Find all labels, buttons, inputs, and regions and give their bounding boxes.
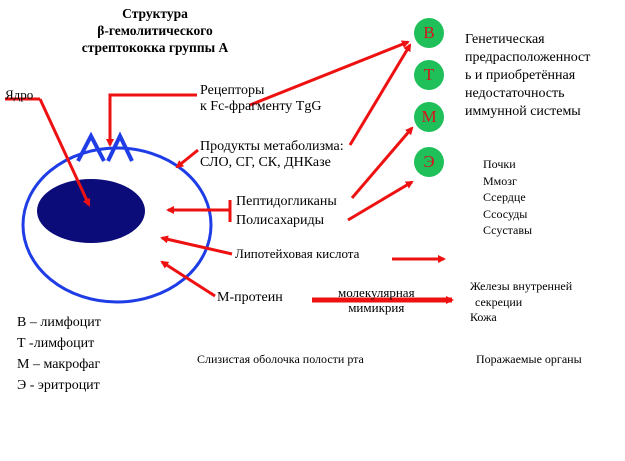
legend-item-b: В – лимфоцит bbox=[17, 315, 101, 330]
organs-list: Почки Ммозг Ссердце Ссосуды Ссуставы bbox=[483, 156, 532, 239]
immune-line-1: Генетическая bbox=[465, 32, 545, 47]
nucleus bbox=[37, 179, 145, 243]
mimicry-label: молекулярная мимикрия bbox=[338, 285, 415, 316]
receptors-line-2: к Fc-фрагменту TgG bbox=[200, 99, 322, 115]
metabolism-label: Продукты метаболизма: СЛО, СГ, СК, ДНКаз… bbox=[200, 139, 344, 171]
legend-item-e: Э - эритроцит bbox=[17, 378, 100, 393]
legend-item-t: Т -лимфоцит bbox=[17, 336, 95, 351]
arrow-poly-e bbox=[347, 180, 414, 222]
glands-text: Железы внутренней секреции Кожа bbox=[470, 279, 572, 326]
mimicry-line-2: мимикрия bbox=[348, 299, 405, 315]
mucosa-caption: Слизистая оболочка полости рта bbox=[197, 352, 364, 366]
glands-line-2: секреции bbox=[475, 294, 523, 309]
arrow-mprotein-in bbox=[160, 260, 216, 298]
immune-line-4: недостаточность bbox=[465, 86, 565, 101]
title-line-1: Структура bbox=[122, 6, 188, 21]
arrow-lipoteichoic-in bbox=[160, 235, 233, 256]
arrow-receptors bbox=[106, 93, 197, 147]
arrow-metabolism bbox=[175, 148, 199, 169]
metabolism-line-1: Продукты метаболизма: bbox=[200, 139, 344, 154]
glands-line-3: Кожа bbox=[470, 310, 497, 324]
m-protein-label: М-протеин bbox=[217, 290, 283, 305]
immune-line-3: ь и приобретённая bbox=[465, 68, 576, 83]
title-line-3: стрептококка группы А bbox=[81, 39, 229, 55]
bacterium-cell bbox=[21, 146, 213, 304]
legend: В – лимфоцит Т -лимфоцит М – макрофаг Э … bbox=[17, 312, 101, 396]
immune-line-2: предрасположенност bbox=[465, 50, 591, 65]
arrow-nucleus-2 bbox=[38, 98, 91, 207]
diagram-title: Структура β-гемолитического стрептококка… bbox=[62, 6, 248, 57]
receptors-label: Рецепторы к Fc-фрагменту TgG bbox=[200, 83, 321, 115]
receptor-spike-2 bbox=[106, 131, 134, 162]
title-line-2: β-гемолитического bbox=[97, 22, 213, 38]
cell-circle-b: В bbox=[414, 18, 444, 48]
immune-line-5: иммунной системы bbox=[465, 104, 581, 119]
organ-item: Почки bbox=[483, 157, 516, 171]
organ-item: Ссосуды bbox=[483, 206, 528, 221]
cell-circle-m: М bbox=[414, 102, 444, 132]
metabolism-line-2: СЛО, СГ, СК, ДНКазе bbox=[200, 155, 331, 171]
peptidoglycans-label: Пептидогликаны bbox=[236, 194, 337, 209]
receptor-spike-1 bbox=[76, 131, 106, 162]
arrow-receptors-b bbox=[249, 40, 410, 107]
immune-text: Генетическая предрасположенност ь и прио… bbox=[465, 31, 590, 121]
legend-item-m: М – макрофаг bbox=[17, 357, 101, 372]
mimicry-line-1: молекулярная bbox=[338, 285, 415, 300]
glands-line-1: Железы внутренней bbox=[470, 279, 573, 293]
receptors-line-1: Рецепторы bbox=[200, 83, 265, 98]
lipoteichoic-label: Липотейховая кислота bbox=[235, 246, 360, 261]
arrow-pept-m bbox=[350, 126, 414, 199]
arrow-metabolism-b bbox=[348, 43, 412, 146]
cell-circle-t: Т bbox=[414, 60, 444, 90]
organ-item: Ссердце bbox=[483, 190, 526, 204]
affected-organs-caption: Поражаемые органы bbox=[476, 352, 582, 366]
organ-item: Ссуставы bbox=[483, 223, 533, 237]
organ-item: Ммозг bbox=[483, 173, 517, 188]
cell-circle-e: Э bbox=[414, 147, 444, 177]
polysaccharides-label: Полисахариды bbox=[236, 213, 325, 228]
nucleus-label: Ядро bbox=[5, 87, 34, 102]
